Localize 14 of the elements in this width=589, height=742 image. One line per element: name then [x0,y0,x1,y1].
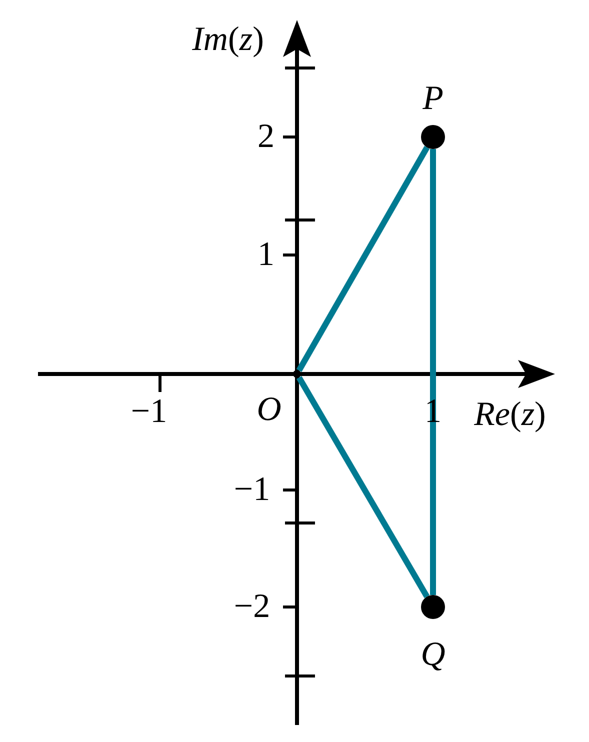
point-label: P [422,82,444,116]
tick-label: 1 [424,395,442,429]
point-label: Q [420,638,446,672]
tick-label: −1 [234,473,270,507]
point-label: O [256,393,282,427]
tick-label: 1 [258,238,274,272]
line-segment [430,149,436,595]
axis-label: Im(z) [192,23,264,57]
tick-label: 2 [258,120,274,154]
tick-label: −1 [130,395,168,429]
line-segment [296,376,430,598]
axis-label: Re(z) [474,398,546,432]
tick-label: −2 [234,590,270,624]
line-segment [296,146,430,372]
